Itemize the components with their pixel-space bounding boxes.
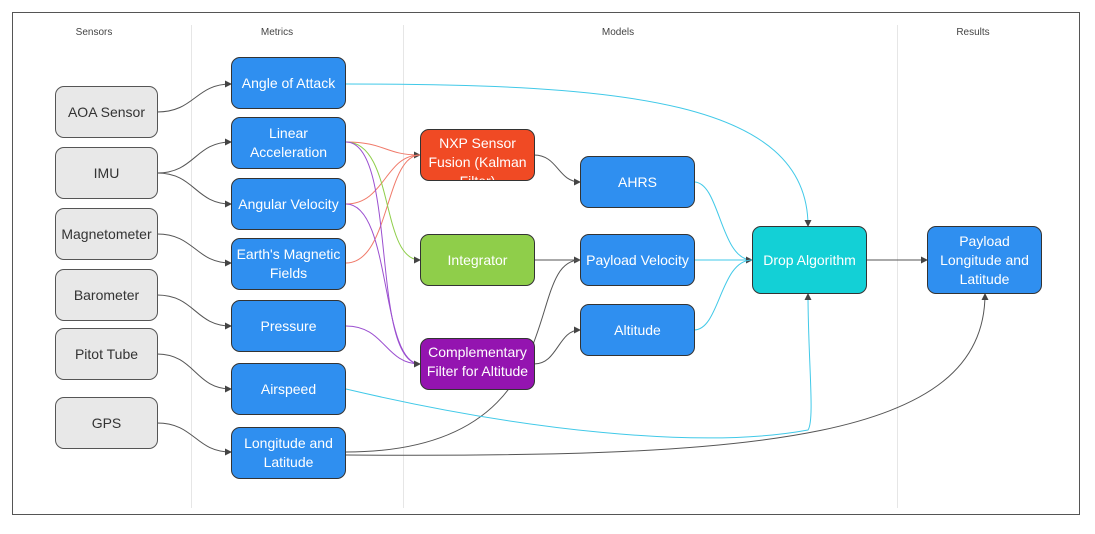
column-header-metrics: Metrics [260, 27, 294, 38]
sensor-gps[interactable]: GPS [55, 397, 158, 449]
sensor-magnetometer[interactable]: Magnetometer [55, 208, 158, 260]
model-altitude[interactable]: Altitude [580, 304, 695, 356]
sensor-pitot-tube[interactable]: Pitot Tube [55, 328, 158, 380]
metric-angular-velocity[interactable]: Angular Velocity [231, 178, 346, 230]
model-integrator[interactable]: Integrator [420, 234, 535, 286]
model-nxp-sensor-fusion[interactable]: NXP Sensor Fusion (Kalman Filter) [420, 129, 535, 181]
sensor-aoa[interactable]: AOA Sensor [55, 86, 158, 138]
column-divider [403, 25, 404, 508]
sensor-imu[interactable]: IMU [55, 147, 158, 199]
column-divider [897, 25, 898, 508]
metric-pressure[interactable]: Pressure [231, 300, 346, 352]
result-payload-position[interactable]: Payload Longitude and Latitude [927, 226, 1042, 294]
metric-angle-of-attack[interactable]: Angle of Attack [231, 57, 346, 109]
metric-linear-acceleration[interactable]: Linear Acceleration [231, 117, 346, 169]
model-payload-velocity[interactable]: Payload Velocity [580, 234, 695, 286]
column-header-results: Results [956, 27, 990, 38]
metric-airspeed[interactable]: Airspeed [231, 363, 346, 415]
metric-magnetic-fields[interactable]: Earth's Magnetic Fields [231, 238, 346, 290]
diagram-frame [12, 12, 1080, 515]
column-header-sensors: Sensors [75, 27, 113, 38]
model-ahrs[interactable]: AHRS [580, 156, 695, 208]
column-header-models: Models [601, 27, 635, 38]
model-drop-algorithm[interactable]: Drop Algorithm [752, 226, 867, 294]
model-complementary-filter[interactable]: Complementary Filter for Altitude [420, 338, 535, 390]
column-divider [191, 25, 192, 508]
metric-longitude-latitude[interactable]: Longitude and Latitude [231, 427, 346, 479]
sensor-barometer[interactable]: Barometer [55, 269, 158, 321]
